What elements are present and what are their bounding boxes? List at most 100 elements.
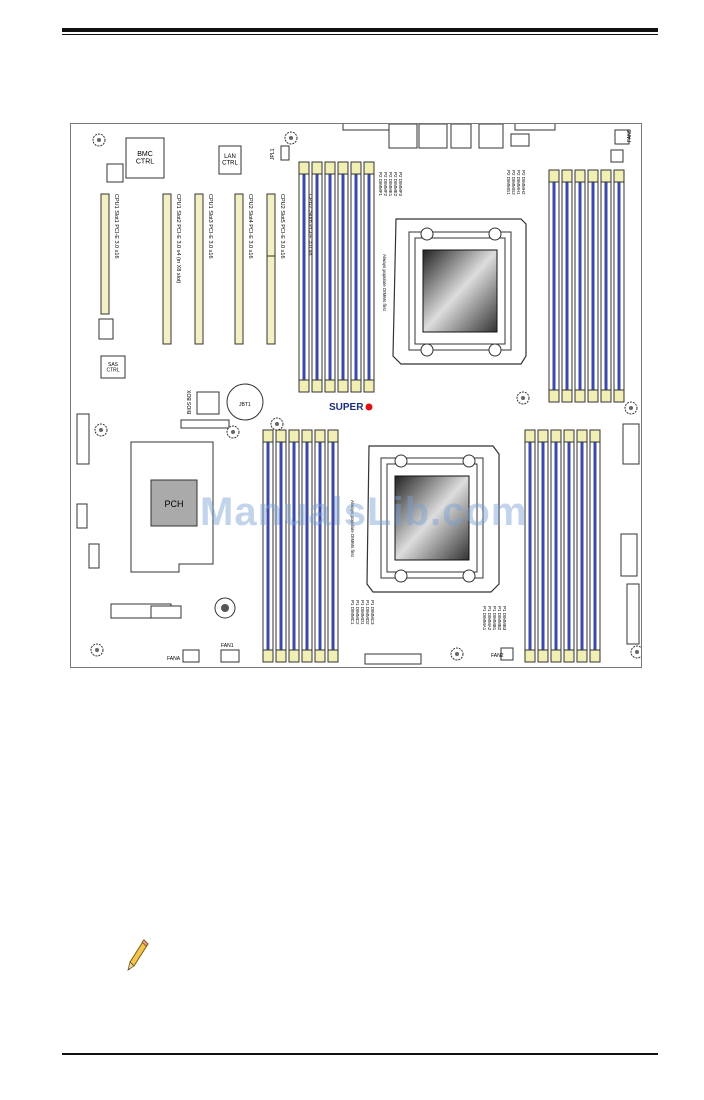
p2-right-label-2: P2 DIMMG2 bbox=[511, 170, 516, 195]
jbt1-label: JBT1 bbox=[239, 402, 251, 408]
pcie-slot-1-label: CPU1 Slot1 PCI-E 3.0 x16 bbox=[113, 194, 119, 259]
cpu2-socket bbox=[392, 218, 527, 365]
p1-right-label-2: P1 DIMMA2 bbox=[487, 606, 492, 631]
p1-right-label-4: P1 DIMMB2 bbox=[497, 606, 502, 631]
cpu1-socket bbox=[366, 445, 500, 593]
p2-left-label-4: P2 DIMME2 bbox=[393, 172, 398, 197]
pcie-slot-6-label: CPU2 Slot6 PCI-E 3.0 x8 bbox=[307, 194, 313, 255]
p1-left-dimm-2 bbox=[275, 429, 287, 663]
logo-dot bbox=[365, 403, 373, 411]
pcie-slot-5-label: CPU2 Slot5 PCI-E 3.0 x16 bbox=[279, 194, 285, 259]
p1-left-label-1: P1 DIMMC1 bbox=[350, 600, 355, 625]
jpl1-jumper bbox=[280, 145, 290, 161]
p2-left-label-2: P2 DIMMF2 bbox=[383, 172, 388, 197]
lan-port-1 bbox=[388, 123, 418, 149]
pcie-slot-2-label: CPU1 Slot2 PCI-E 3.0 x4 (in X8 slot) bbox=[175, 194, 181, 283]
vga-port bbox=[342, 119, 390, 131]
populate-note-2: Always populate DIMMs first bbox=[350, 500, 355, 558]
p2-left-dimm-6 bbox=[363, 161, 375, 393]
p2-right-label-4: P2 DIMMH2 bbox=[521, 170, 526, 195]
header-row bbox=[180, 419, 230, 429]
p1-left-dimm-4 bbox=[301, 429, 313, 663]
p1-right-dimm-6 bbox=[589, 429, 601, 663]
fan-1-label: FAN1 bbox=[221, 643, 234, 649]
uid-header bbox=[510, 133, 530, 147]
fan-a-label: FANA bbox=[167, 656, 181, 662]
p2-right-dimm-6 bbox=[613, 169, 625, 403]
footer-rule bbox=[62, 1053, 658, 1055]
rear-io bbox=[342, 117, 556, 149]
p2-right-label-3: P2 DIMMH1 bbox=[516, 170, 521, 195]
p2-left-label-3: P2 DIMME1 bbox=[388, 172, 393, 197]
p1-right-dimm-2 bbox=[537, 429, 549, 663]
populate-note-1: Always populate DIMMs first bbox=[382, 254, 387, 312]
p2-left-label-5: P2 DIMMF3 bbox=[398, 172, 403, 197]
p2-left-dimm-5 bbox=[350, 161, 362, 393]
fan-5-header bbox=[614, 129, 630, 145]
watermark: ManualsLib.com bbox=[200, 490, 528, 534]
lan-port-3 bbox=[478, 123, 504, 149]
jpw-2 bbox=[620, 533, 638, 577]
p1-left-label-4: P1 DIMMD2 bbox=[365, 600, 370, 625]
header-rule-thin bbox=[62, 34, 658, 35]
sas-chip bbox=[100, 355, 126, 379]
jpw-main bbox=[626, 583, 640, 645]
left-header-1 bbox=[76, 413, 90, 465]
p2-right-label-1: P2 DIMMG1 bbox=[506, 170, 511, 195]
cmos-battery bbox=[226, 383, 264, 421]
p2-right-dimm-5 bbox=[600, 169, 612, 403]
left-header-2 bbox=[76, 503, 88, 529]
pcie-slot-2 bbox=[162, 193, 172, 345]
pcie-slot-4-label: CPU2 Slot4 PCI-E 3.0 x16 bbox=[247, 194, 253, 259]
fan-2-label: FAN2 bbox=[491, 653, 504, 659]
p2-left-dimm-1 bbox=[298, 161, 310, 393]
p1-right-dimm-1 bbox=[524, 429, 536, 663]
p1-left-dimm-3 bbox=[288, 429, 300, 663]
pencil-note-icon bbox=[127, 939, 149, 971]
p2-right-dimm-3 bbox=[574, 169, 586, 403]
pcie-slots: CPU1 Slot1 PCI-E 3.0 x16 CPU1 Slot2 PCI-E… bbox=[100, 193, 313, 345]
sata-ports-2 bbox=[150, 605, 182, 619]
super-logo: SUPER bbox=[329, 402, 364, 413]
header-jpb bbox=[106, 163, 124, 183]
p1-right-label-1: P1 DIMMA1 bbox=[482, 606, 487, 631]
fan-a-header bbox=[182, 649, 200, 663]
p1-left-dimm-1 bbox=[262, 429, 274, 663]
p2-left-label-1: P2 DIMMF1 bbox=[378, 172, 383, 197]
p2-right-dimm-1 bbox=[548, 169, 560, 403]
bmc-chip bbox=[125, 137, 165, 179]
bios-box-label: BIOS BOX bbox=[187, 389, 193, 414]
fan-1-header bbox=[220, 649, 240, 663]
p1-left-dimm-6 bbox=[327, 429, 339, 663]
pch-label: PCH bbox=[164, 499, 183, 509]
p1-left-label-2: P1 DIMMC2 bbox=[355, 600, 360, 625]
p1-right-label-5: P1 DIMMB3 bbox=[502, 606, 507, 631]
jpl1-label: JPL1 bbox=[270, 148, 276, 160]
fan-5-label: FAN5 bbox=[627, 129, 633, 142]
pcie-slot-1 bbox=[100, 193, 110, 315]
p1-right-label-3: P1 DIMMB1 bbox=[492, 606, 497, 631]
pch-chip bbox=[150, 479, 198, 527]
p1-right-dimm-4 bbox=[563, 429, 575, 663]
pcie-slot-3 bbox=[194, 193, 204, 345]
p2-right-dimm-2 bbox=[561, 169, 573, 403]
usb-port-1 bbox=[450, 123, 472, 149]
p1-left-label-3: P1 DIMMD1 bbox=[360, 600, 365, 625]
bottom-header bbox=[364, 653, 422, 665]
p2-left-dimm-4 bbox=[337, 161, 349, 393]
header-jpme bbox=[98, 318, 114, 340]
p1-right-dimm-5 bbox=[576, 429, 588, 663]
fan-2-header bbox=[500, 647, 514, 661]
pcie-slot-6-body bbox=[266, 193, 276, 257]
pcie-slot-4 bbox=[234, 193, 244, 345]
p1-right-dimm-3 bbox=[550, 429, 562, 663]
bios-box bbox=[196, 391, 220, 415]
com-port bbox=[514, 117, 556, 131]
p1-left-label-5: P1 DIMMC3 bbox=[370, 600, 375, 625]
